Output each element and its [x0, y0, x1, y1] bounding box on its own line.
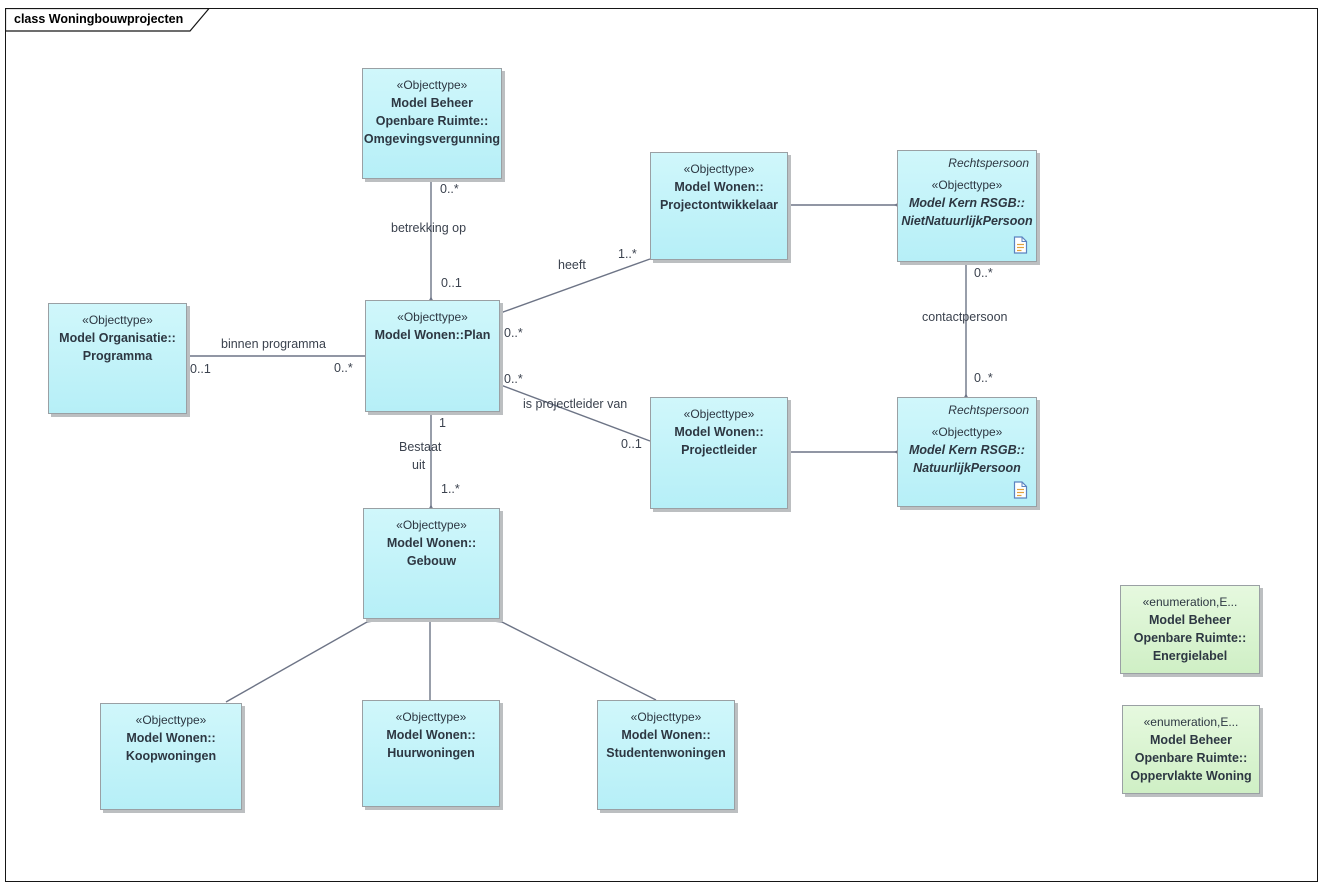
connector-is-projectleider-van[interactable]: [497, 383, 651, 442]
multiplicity-heeft-source: 1..*: [618, 247, 637, 261]
class-plan[interactable]: «Objecttype» Model Wonen::Plan: [365, 300, 500, 412]
class-stereotype: «Objecttype»: [683, 407, 755, 421]
class-stereotype: «Objecttype»: [931, 425, 1003, 439]
class-name: Model Wonen::: [621, 727, 711, 742]
multiplicity-bestaat-uit-target: 1..*: [441, 482, 460, 496]
connector-generalization-koopwoningen[interactable]: [225, 605, 388, 703]
class-gebouw[interactable]: «Objecttype» Model Wonen:: Gebouw: [363, 508, 500, 619]
class-stereotype: «Objecttype»: [396, 78, 468, 92]
class-name: Model Beheer: [391, 95, 473, 110]
enum-stereotype: «enumeration,E...: [1142, 595, 1238, 609]
class-name: Projectleider: [681, 442, 757, 457]
enum-oppervlakte-woning[interactable]: «enumeration,E... Model Beheer Openbare …: [1122, 705, 1260, 794]
class-name: Koopwoningen: [125, 748, 217, 763]
class-name: Model Kern RSGB::: [909, 195, 1025, 210]
label-uit: uit: [412, 458, 426, 472]
document-icon: [1013, 236, 1028, 254]
class-omgevingsvergunning[interactable]: «Objecttype» Model Beheer Openbare Ruimt…: [362, 68, 502, 179]
class-name: Model Wonen::Plan: [374, 327, 491, 342]
label-binnen-programma: binnen programma: [221, 337, 326, 351]
enum-stereotype: «enumeration,E...: [1143, 715, 1239, 729]
label-betrekking-op: betrekking op: [391, 221, 467, 235]
class-stereotype: «Objecttype»: [397, 310, 468, 324]
frame-tab-shape: [5, 8, 211, 32]
class-name: Studentenwoningen: [606, 745, 726, 760]
label-contactpersoon: contactpersoon: [922, 310, 1008, 324]
label-is-projectleider-van: is projectleider van: [523, 397, 628, 411]
class-name: Projectontwikkelaar: [659, 197, 779, 212]
class-name: Model Kern RSGB::: [909, 442, 1025, 457]
enum-name: Model Beheer: [1150, 732, 1232, 747]
connector-generalization-studentenwoningen[interactable]: [481, 606, 657, 701]
class-koopwoningen[interactable]: «Objecttype» Model Wonen:: Koopwoningen: [100, 703, 242, 810]
label-heeft: heeft: [558, 258, 586, 272]
parent-type-label: Rechtspersoon: [948, 156, 1029, 170]
multiplicity-heeft-target: 0..*: [504, 326, 523, 340]
class-name: Programma: [82, 348, 153, 363]
class-huurwoningen[interactable]: «Objecttype» Model Wonen:: Huurwoningen: [362, 700, 500, 807]
document-icon: [1013, 481, 1028, 499]
class-name: Model Wonen::: [674, 424, 764, 439]
class-name: Huurwoningen: [387, 745, 475, 760]
enum-name: Model Beheer: [1149, 612, 1231, 627]
enum-name: Oppervlakte Woning: [1130, 769, 1252, 784]
class-name: Model Wonen::: [126, 730, 216, 745]
enum-energielabel[interactable]: «enumeration,E... Model Beheer Openbare …: [1120, 585, 1260, 674]
class-name: NietNatuurlijkPersoon: [901, 213, 1033, 228]
class-stereotype: «Objecttype»: [630, 710, 702, 724]
class-name: Model Wonen::: [386, 535, 477, 550]
class-nietnatuurlijkpersoon[interactable]: Rechtspersoon «Objecttype» Model Kern RS…: [897, 150, 1037, 262]
class-stereotype: «Objecttype»: [931, 178, 1003, 192]
connector-heeft[interactable]: [487, 258, 651, 324]
multiplicity-betrekking-op-source: 0..*: [440, 182, 459, 196]
class-name: Openbare Ruimte::: [375, 113, 489, 128]
frame-tab: class Woningbouwprojecten: [5, 8, 213, 32]
multiplicity-betrekking-op-target: 0..1: [441, 276, 462, 290]
class-stereotype: «Objecttype»: [683, 162, 755, 176]
class-stereotype: «Objecttype»: [135, 713, 207, 727]
enum-name: Energielabel: [1152, 649, 1228, 664]
frame-title: class Woningbouwprojecten: [14, 12, 184, 26]
class-projectleider[interactable]: «Objecttype» Model Wonen:: Projectleider: [650, 397, 788, 509]
class-name: Omgevingsvergunning: [363, 132, 501, 147]
class-stereotype: «Objecttype»: [82, 313, 153, 327]
multiplicity-binnen-programma-source: 0..1: [190, 362, 211, 376]
multiplicity-contactpersoon-source: 0..*: [974, 266, 993, 280]
class-name: Model Wonen::: [674, 179, 764, 194]
class-name: Gebouw: [406, 553, 457, 568]
class-name: NatuurlijkPersoon: [913, 460, 1021, 475]
class-projectontwikkelaar[interactable]: «Objecttype» Model Wonen:: Projectontwik…: [650, 152, 788, 260]
class-name: Model Wonen::: [386, 727, 476, 742]
label-bestaat: Bestaat: [399, 440, 442, 454]
class-studentenwoningen[interactable]: «Objecttype» Model Wonen:: Studentenwoni…: [597, 700, 735, 810]
class-stereotype: «Objecttype»: [396, 518, 467, 532]
class-stereotype: «Objecttype»: [395, 710, 467, 724]
multiplicity-binnen-programma-target: 0..*: [334, 361, 353, 375]
multiplicity-contactpersoon-target: 0..*: [974, 371, 993, 385]
multiplicity-is-projectleider-van-target: 0..1: [621, 437, 642, 451]
class-programma[interactable]: «Objecttype» Model Organisatie:: Program…: [48, 303, 187, 414]
parent-type-label: Rechtspersoon: [948, 403, 1029, 417]
enum-name: Openbare Ruimte::: [1134, 750, 1248, 765]
class-name: Model Organisatie::: [59, 330, 176, 345]
multiplicity-is-projectleider-van-source: 0..*: [504, 372, 523, 386]
class-natuurlijkpersoon[interactable]: Rechtspersoon «Objecttype» Model Kern RS…: [897, 397, 1037, 507]
enum-name: Openbare Ruimte::: [1133, 630, 1247, 645]
multiplicity-bestaat-uit-source: 1: [439, 416, 446, 430]
